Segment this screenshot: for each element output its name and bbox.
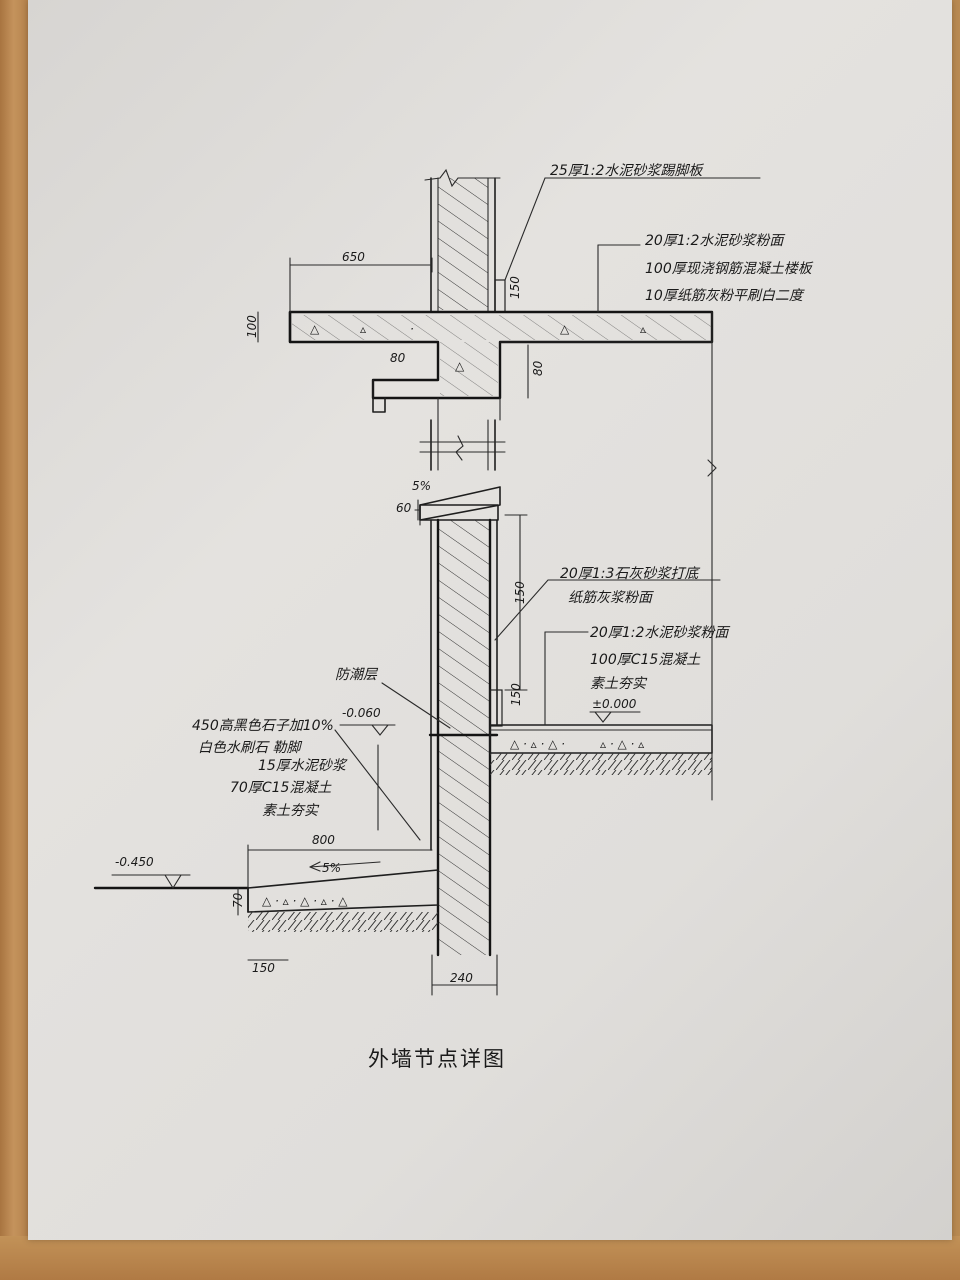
drawing-title: 外墙节点详图	[368, 1047, 506, 1071]
elev-plinth-top: -0.060	[342, 706, 381, 720]
dim-wall-thickness: 240	[450, 971, 473, 985]
upper-wall	[424, 168, 506, 313]
dim-beam-depth: 80	[531, 360, 545, 376]
ground-floor: △ · ▵ · △ · ▵ · △ · ▵	[489, 724, 713, 775]
dim-skirting-height: 150	[509, 683, 523, 706]
svg-text:△: △	[310, 322, 320, 336]
floor-slab: △ ▵ · △ ▵ △	[288, 310, 714, 421]
svg-text:▵ · △ · ▵: ▵ · △ · ▵	[600, 737, 644, 751]
label-ground-layer-1: 20厚1:2水泥砂浆粉面	[590, 625, 730, 641]
svg-text:△ · ▵ · △ · ▵ · △: △ · ▵ · △ · ▵ · △	[262, 894, 348, 908]
label-ground-layer-3: 素土夯实	[590, 676, 648, 692]
dim-eave-width: 650	[342, 250, 365, 264]
dim-sill-slope: 5%	[412, 479, 431, 493]
dim-apron-thickness: 70	[231, 892, 245, 908]
elev-ground-floor: ±0.000	[592, 697, 637, 711]
mid-wall-break	[419, 419, 506, 471]
dim-apron-offset: 150	[252, 961, 275, 975]
label-apron-2: 70厚C15混凝土	[230, 780, 332, 796]
dim-baseboard-height: 150	[508, 276, 522, 299]
svg-text:▵: ▵	[360, 322, 366, 336]
svg-text:▵: ▵	[640, 322, 646, 336]
svg-text:△: △	[455, 359, 465, 373]
leader-lines	[334, 177, 761, 841]
label-damp-proof: 防潮层	[335, 667, 379, 683]
label-plinth-2: 白色水刷石 勒脚	[198, 740, 302, 756]
svg-text:·: ·	[410, 322, 414, 336]
dim-wall-plaster-height: 150	[513, 581, 527, 604]
label-wall-plaster-2: 纸筋灰浆粉面	[568, 590, 654, 606]
label-plinth-1: 450高黑色石子加10%	[192, 718, 334, 734]
dimension-lines	[237, 257, 529, 996]
label-ground-layer-2: 100厚C15混凝土	[590, 652, 701, 668]
label-wall-plaster-1: 20厚1:3石灰砂浆打底	[560, 566, 700, 582]
apron: △ · ▵ · △ · ▵ · △	[93, 869, 439, 932]
label-baseboard: 25厚1:2水泥砂浆踢脚板	[550, 163, 704, 179]
dim-sill-height: 60	[396, 501, 412, 515]
dim-slab-thickness: 100	[245, 315, 259, 338]
label-floor-layer-3: 10厚纸筋灰粉平刷白二度	[645, 288, 805, 304]
desk-background-bottom	[0, 1236, 960, 1280]
break-line-top	[424, 168, 501, 188]
label-floor-layer-2: 100厚现浇钢筋混凝土楼板	[645, 261, 814, 277]
svg-text:△: △	[560, 322, 570, 336]
svg-text:△ · ▵ · △ ·: △ · ▵ · △ ·	[510, 737, 565, 751]
label-apron-3: 素土夯实	[262, 803, 320, 819]
dim-apron-width: 800	[312, 833, 335, 847]
lower-wall	[428, 518, 503, 957]
dim-beam-width: 80	[390, 351, 406, 365]
label-apron-1: 15厚水泥砂浆	[258, 758, 348, 774]
dim-apron-slope: 5%	[322, 861, 341, 875]
label-floor-layer-1: 20厚1:2水泥砂浆粉面	[645, 233, 785, 249]
elevation-markers	[111, 711, 641, 890]
elev-outdoor: -0.450	[115, 855, 154, 869]
